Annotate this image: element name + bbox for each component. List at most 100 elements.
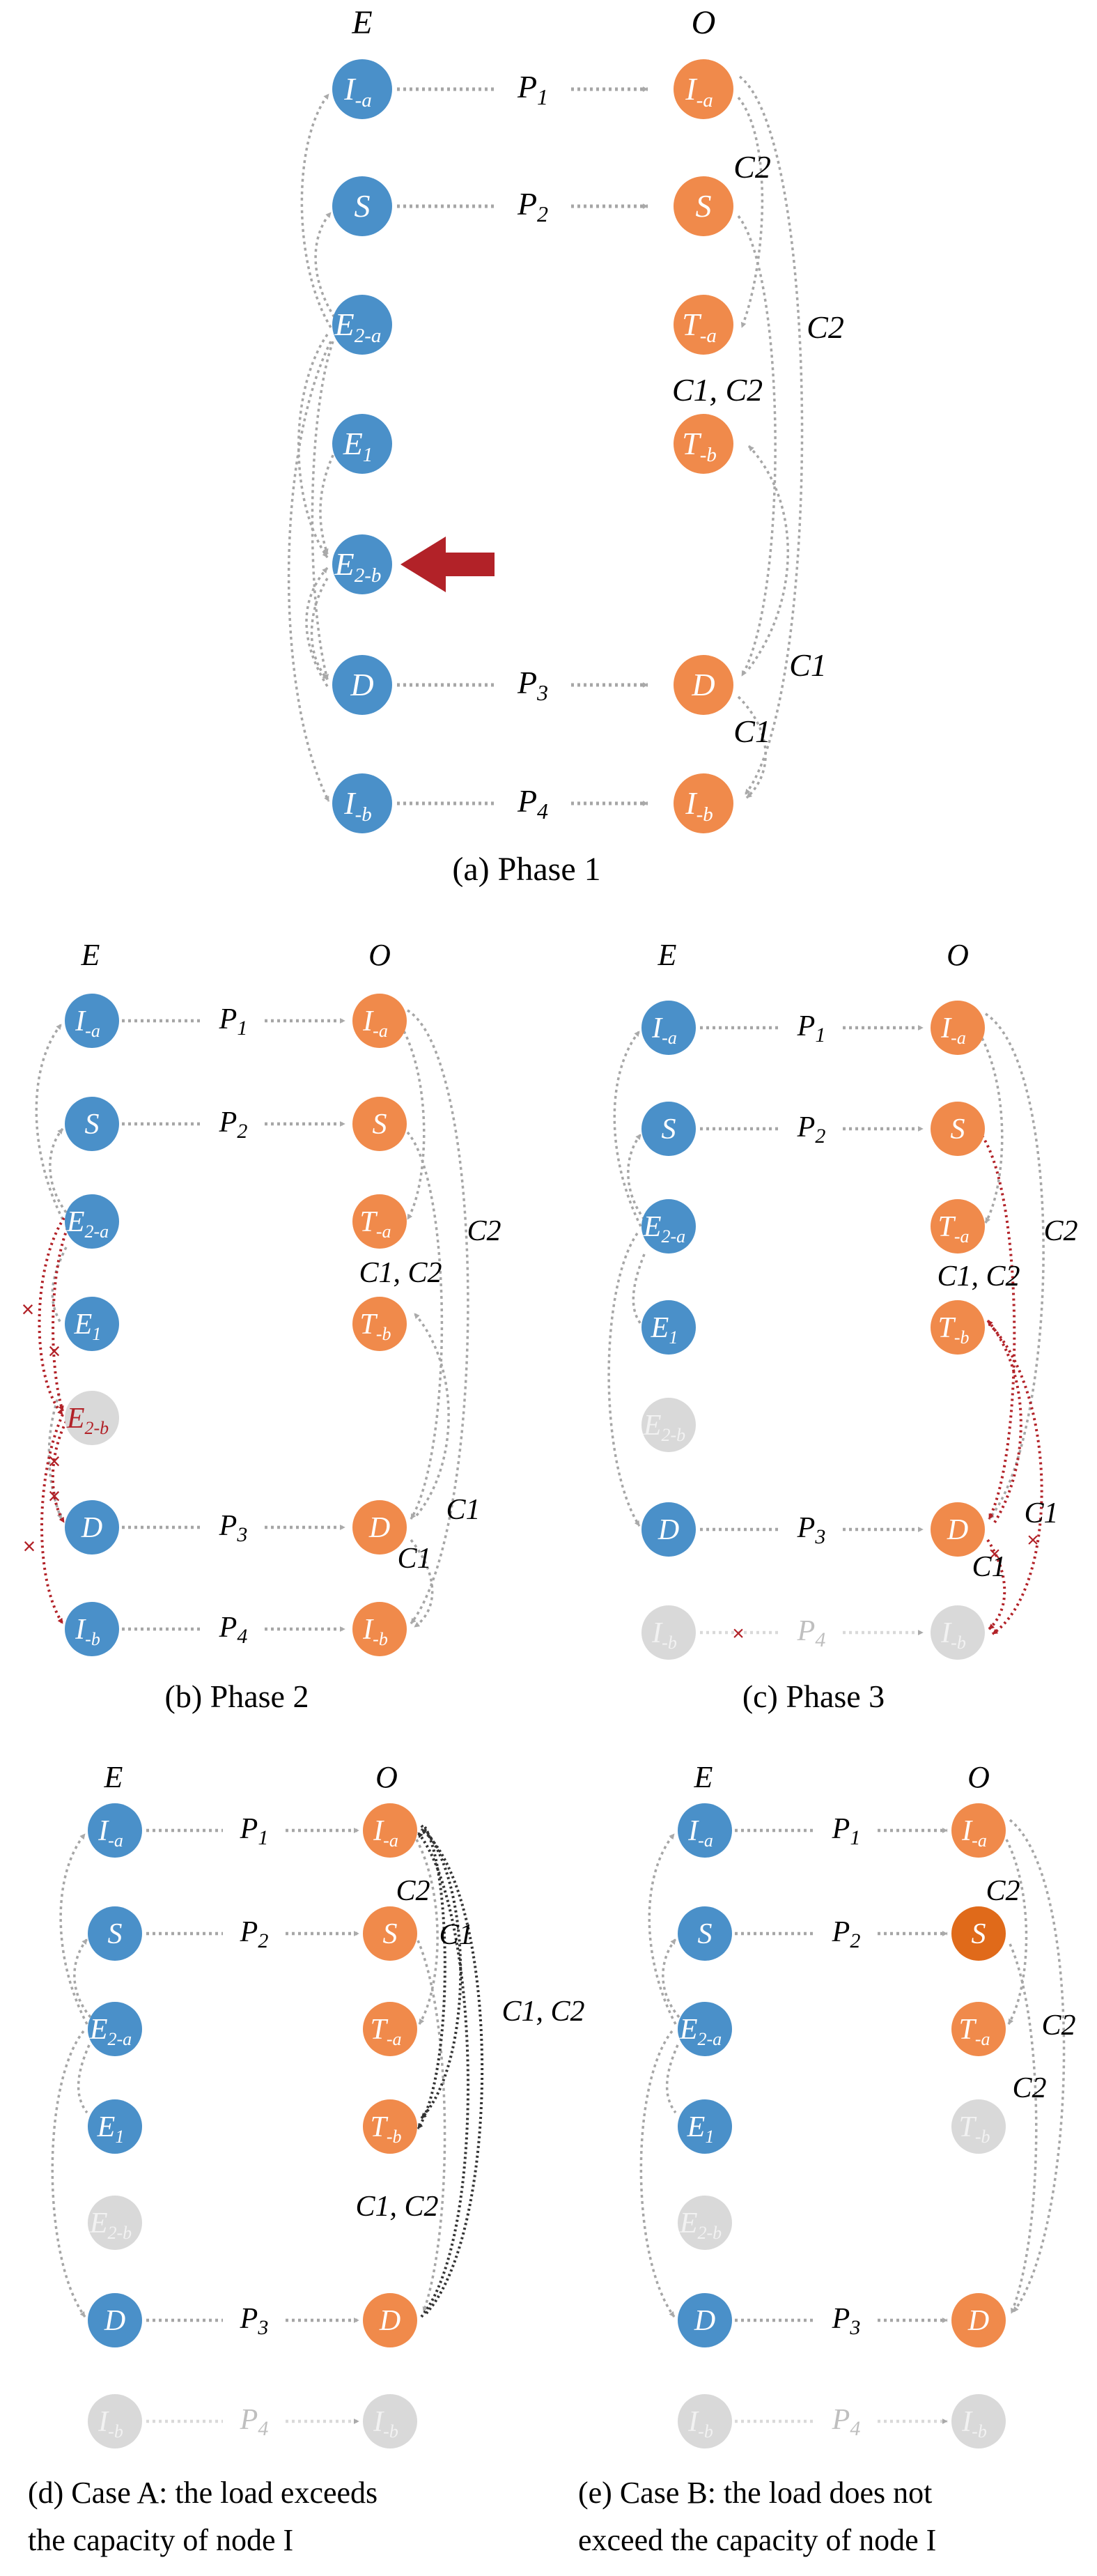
panel-b-header-o: O — [368, 938, 391, 972]
node-c-o-ib-circle — [931, 1605, 985, 1660]
panel-b-caption: (b) Phase 2 — [165, 1679, 309, 1714]
panel-d-e-arcs — [51, 1833, 92, 2318]
panel-c-x-mark: × — [988, 1543, 1001, 1566]
panel-c-label-c1-lower: C1 — [972, 1551, 1006, 1583]
panel-e-label-c2-right: C2 — [1041, 2010, 1075, 2042]
node-a-e-ib-label: I-b — [343, 785, 372, 826]
node-d-e-s-circle — [88, 1906, 142, 1961]
node-a-e-e1-label: E1 — [343, 426, 373, 466]
node-b-e-e1-circle — [65, 1297, 119, 1351]
node-a-o-ia: I-a — [674, 59, 733, 119]
node-a-o-ta-label: T-a — [682, 307, 717, 347]
node-e-o-ib-label: I-b — [961, 2406, 987, 2442]
node-e-e-ia-circle — [678, 1803, 732, 1858]
node-d-e-ib: I-b — [88, 2394, 142, 2448]
node-d-o-s-label: S — [383, 1918, 398, 1950]
node-b-o-ta-circle — [352, 1194, 407, 1249]
panel-c-header-e: E — [658, 938, 677, 972]
panel-a-label-p4: P4 — [517, 783, 548, 824]
panel-c-label-p4: P4 — [797, 1615, 826, 1651]
node-c-o-s: S — [931, 1102, 985, 1156]
node-d-o-ia-label: I-a — [373, 1815, 398, 1851]
node-d-e-s: S — [88, 1906, 142, 1961]
node-c-e-e2b: E2-b — [641, 1398, 696, 1452]
node-e-e-e2a-label: E2-a — [679, 2014, 722, 2049]
panel-c-x-mark: × — [1027, 1529, 1039, 1552]
panel-b-header-e: E — [81, 938, 100, 972]
node-d-e-e2b: E2-b — [88, 2196, 142, 2250]
panel-d-o-gray-arcs — [415, 1839, 446, 2313]
node-c-e-ia-circle — [641, 1001, 696, 1055]
node-c-e-e2b-circle — [641, 1398, 696, 1452]
panel-b-label-p4: P4 — [219, 1612, 248, 1648]
node-b-e-e2b: E2-b — [65, 1391, 119, 1445]
panel-b-label-c2: C2 — [467, 1215, 501, 1247]
panel-c-o-x-marks: × × — [988, 1529, 1039, 1566]
node-b-o-ib: I-b — [352, 1602, 407, 1656]
node-c-o-ia-label: I-a — [940, 1012, 966, 1048]
panel-b-x-mark: × — [48, 1483, 61, 1509]
node-c-e-d: D — [641, 1502, 696, 1557]
node-a-e-e2a: E2-a — [332, 295, 392, 355]
panel-a-label-c1-right: C1 — [789, 647, 827, 683]
node-b-e-e2a: E2-a — [65, 1194, 119, 1249]
panel-a-caption: (a) Phase 1 — [452, 851, 600, 888]
node-c-e-ia-label: I-a — [651, 1012, 677, 1048]
node-b-o-ta-label: T-a — [359, 1206, 391, 1242]
node-e-e-ib: I-b — [678, 2394, 732, 2448]
panel-e-labels: P1 P2 P3 P4 C2 C2 C2 — [832, 1813, 1076, 2440]
node-c-e-s-label: S — [662, 1113, 676, 1146]
node-d-e-ib-circle — [88, 2394, 142, 2448]
panel-a-o-arcs — [737, 75, 804, 799]
node-e-e-e1: E1 — [678, 2099, 732, 2154]
panel-d-o-black-arcs — [417, 1824, 484, 2318]
panel-b-x-mark: × — [48, 1449, 61, 1474]
node-e-o-tb: T-b — [951, 2099, 1006, 2154]
panel-a-label-c1c2: C1, C2 — [672, 372, 763, 408]
node-e-o-s-label: S — [972, 1918, 986, 1950]
node-c-e-s: S — [641, 1102, 696, 1156]
node-e-o-tb-label: T-b — [958, 2111, 990, 2147]
node-c-o-d: D — [931, 1502, 985, 1557]
panel-a-label-c2-upper: C2 — [733, 149, 771, 185]
node-c-o-ib-label: I-b — [940, 1617, 966, 1653]
panel-b-label-c1-right: C1 — [446, 1494, 480, 1526]
panel-a-header-o: O — [692, 4, 716, 41]
panel-e-label-p1: P1 — [832, 1813, 861, 1849]
node-a-o-ta-circle — [674, 295, 733, 355]
panel-c-label-c2: C2 — [1043, 1215, 1077, 1247]
node-e-e-e2a-circle — [678, 2002, 732, 2056]
panel-c-e-arcs — [607, 1030, 646, 1527]
node-b-o-ta: T-a — [352, 1194, 407, 1249]
node-d-e-ib-label: I-b — [98, 2406, 123, 2442]
node-d-e-d-circle — [88, 2293, 142, 2347]
node-d-o-d-circle — [363, 2293, 417, 2347]
node-b-e-ib-circle — [65, 1602, 119, 1656]
node-b-o-ib-circle — [352, 1602, 407, 1656]
panel-c-x-mark: × — [732, 1622, 745, 1645]
node-b-e-ia: I-a — [65, 994, 119, 1048]
node-a-o-ib-circle — [674, 773, 733, 833]
node-e-e-d-label: D — [694, 2305, 715, 2337]
node-b-e-ia-circle — [65, 994, 119, 1048]
panel-c-o-gray-arcs — [981, 1012, 1045, 1520]
node-e-o-ib-circle — [951, 2394, 1006, 2448]
node-e-e-d-circle — [678, 2293, 732, 2347]
node-c-o-tb: T-b — [931, 1300, 985, 1355]
node-b-e-d-circle — [65, 1500, 119, 1555]
node-a-e-d-circle — [332, 655, 392, 715]
panel-c-label-c1c2: C1, C2 — [937, 1260, 1020, 1293]
node-d-e-e1: E1 — [88, 2099, 142, 2154]
node-c-e-e2b-label: E2-b — [643, 1410, 685, 1445]
node-e-o-s: S — [951, 1906, 1006, 1961]
panel-c: E O × × × I-aS — [607, 938, 1078, 1714]
panel-d-label-c1: C1 — [439, 1919, 473, 1951]
panel-c-label-p1: P1 — [797, 1010, 826, 1047]
node-c-e-e1: E1 — [641, 1300, 696, 1355]
node-e-e-d: D — [678, 2293, 732, 2347]
panel-e-label-c2-lower: C2 — [1012, 2072, 1046, 2104]
node-e-e-e2a: E2-a — [678, 2002, 732, 2056]
panel-b-x-mark: × — [48, 1339, 61, 1364]
panel-b-x-mark: × — [23, 1534, 36, 1559]
